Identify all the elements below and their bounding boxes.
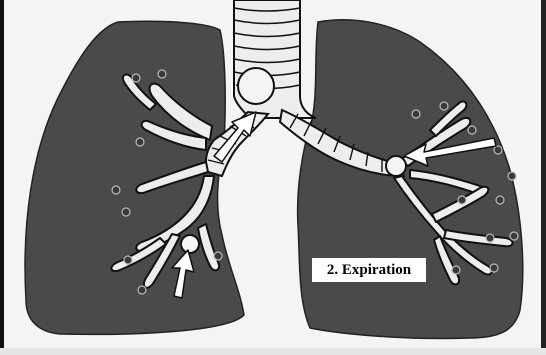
frame-edge-left [0,0,4,355]
caption-expiration: 2. Expiration [312,258,426,282]
frame-edge-right [541,0,546,355]
frame-edge-bottom [0,348,546,355]
